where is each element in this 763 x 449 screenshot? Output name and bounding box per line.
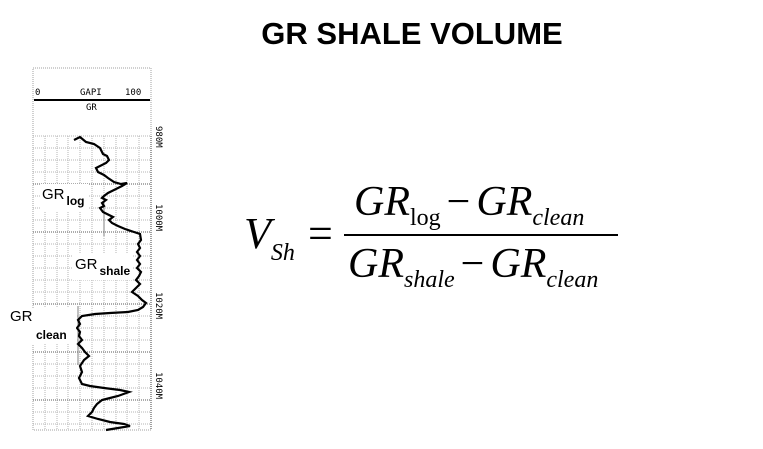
curve-name: GR: [86, 103, 97, 113]
page-title: GR SHALE VOLUME: [261, 16, 563, 51]
scale-unit: GAPI: [80, 88, 102, 98]
formula-equals: =: [308, 209, 333, 258]
shale-volume-formula: VSh = GRlog−GRclean GRshale−GRclean: [244, 178, 624, 298]
depth-label-1000: 1000M: [153, 204, 163, 232]
fraction-bar: [344, 234, 618, 236]
gr-curve: [73, 135, 148, 432]
label-gr-clean: GR clean: [10, 308, 76, 344]
formula-denominator: GRshale−GRclean: [348, 241, 599, 293]
formula-lhs: VSh: [244, 209, 295, 266]
scale-max: 100: [125, 88, 141, 98]
scale-min: 0: [35, 88, 40, 98]
depth-label-980: 980M: [153, 126, 163, 148]
gamma-ray-log-track: 0 GAPI 100 GR 980M 1000M 1020M 1040M: [32, 67, 163, 432]
formula-numerator: GRlog−GRclean: [354, 179, 585, 231]
depth-label-1020: 1020M: [153, 292, 163, 320]
depth-label-1040: 1040M: [153, 372, 163, 400]
